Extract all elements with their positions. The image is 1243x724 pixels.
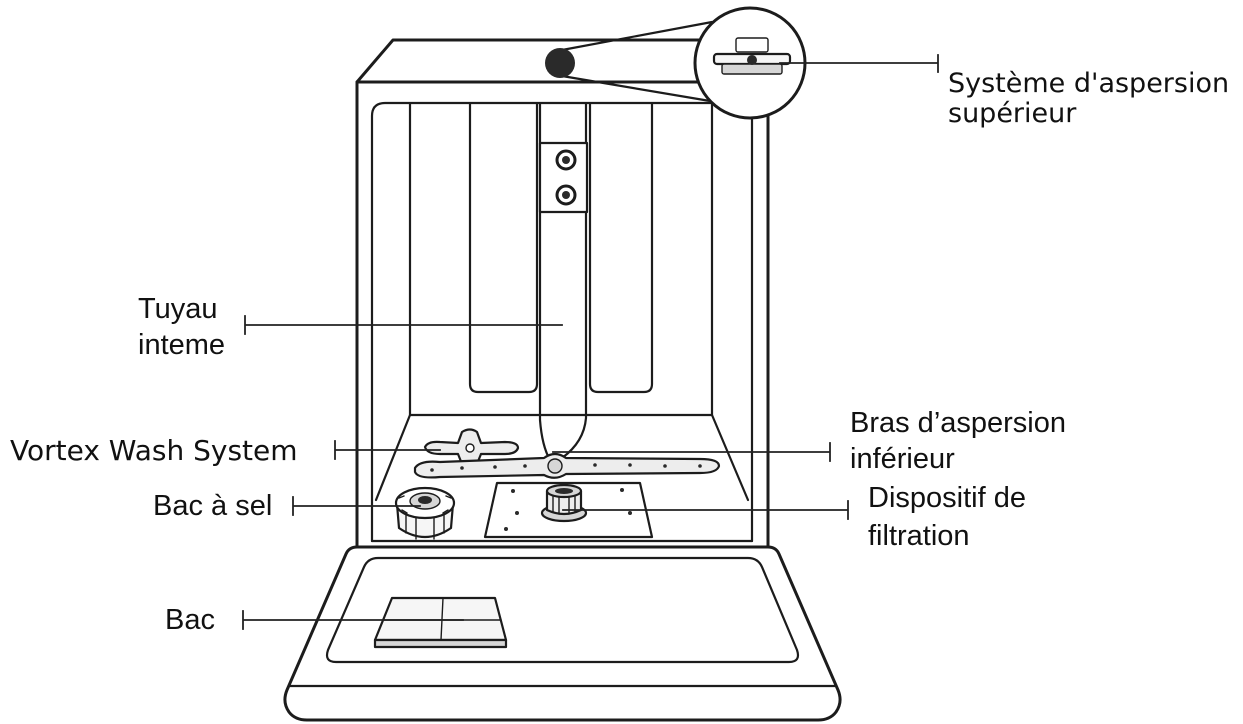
spray-nozzle (430, 468, 434, 472)
pipe-connector-upper-hole (562, 156, 570, 164)
label-internal-pipe-line1: Tuyau (138, 293, 218, 325)
label-vortex-wash-system: Vortex Wash System (10, 434, 298, 467)
filter-top-opening (555, 488, 573, 494)
detergent-dispenser (375, 598, 506, 647)
tub-floor-right-edge (712, 415, 748, 500)
plate-screw (511, 489, 515, 493)
label-upper-spray-line1: Système d'aspersion (948, 68, 1229, 99)
label-filter-assembly-line2: filtration (868, 520, 970, 552)
upper-spray-top-block (736, 38, 768, 52)
label-lower-spray-arm-line2: inférieur (850, 443, 955, 475)
upper-spray-arm-base (722, 64, 782, 74)
label-internal-pipe-line2: inteme (138, 329, 225, 361)
label-salt-container: Bac à sel (153, 490, 272, 522)
label-lower-spray-arm-line1: Bras d’aspersion (850, 407, 1066, 439)
spray-nozzle (523, 464, 527, 468)
dishwasher-door (285, 547, 840, 720)
plate-screw (515, 511, 519, 515)
spray-nozzle (493, 465, 497, 469)
dispenser-front-lip (375, 640, 506, 647)
dispenser-lid (375, 598, 506, 640)
door-outer-shell (285, 547, 840, 720)
spray-nozzle (698, 464, 702, 468)
spray-nozzle (628, 463, 632, 467)
pipe-connector-lower-hole (562, 191, 570, 199)
spray-nozzle (663, 464, 667, 468)
upper-spray-marker-dot (545, 48, 575, 78)
plate-screw (620, 488, 624, 492)
plate-screw (628, 511, 632, 515)
label-detergent-dispenser: Bac (165, 604, 215, 636)
tub-back-panel-right (590, 104, 652, 392)
leader-vortex-wash (335, 441, 440, 459)
leader-internal-pipe (245, 316, 562, 334)
vortex-wash-hub (466, 444, 474, 452)
label-filter-assembly-line1: Dispositif de (868, 482, 1026, 514)
label-upper-spray-line2: supérieur (948, 98, 1077, 129)
lower-spray-arm-hub (548, 459, 562, 473)
internal-pipe (540, 104, 587, 460)
tub-back-panel-left (470, 104, 537, 392)
tub-floor-left-edge (376, 415, 410, 500)
salt-container (396, 488, 454, 539)
spray-nozzle (460, 466, 464, 470)
salt-cap-center (418, 496, 432, 504)
spray-nozzle (593, 463, 597, 467)
upper-spray-hub (747, 55, 757, 65)
plate-screw (504, 527, 508, 531)
